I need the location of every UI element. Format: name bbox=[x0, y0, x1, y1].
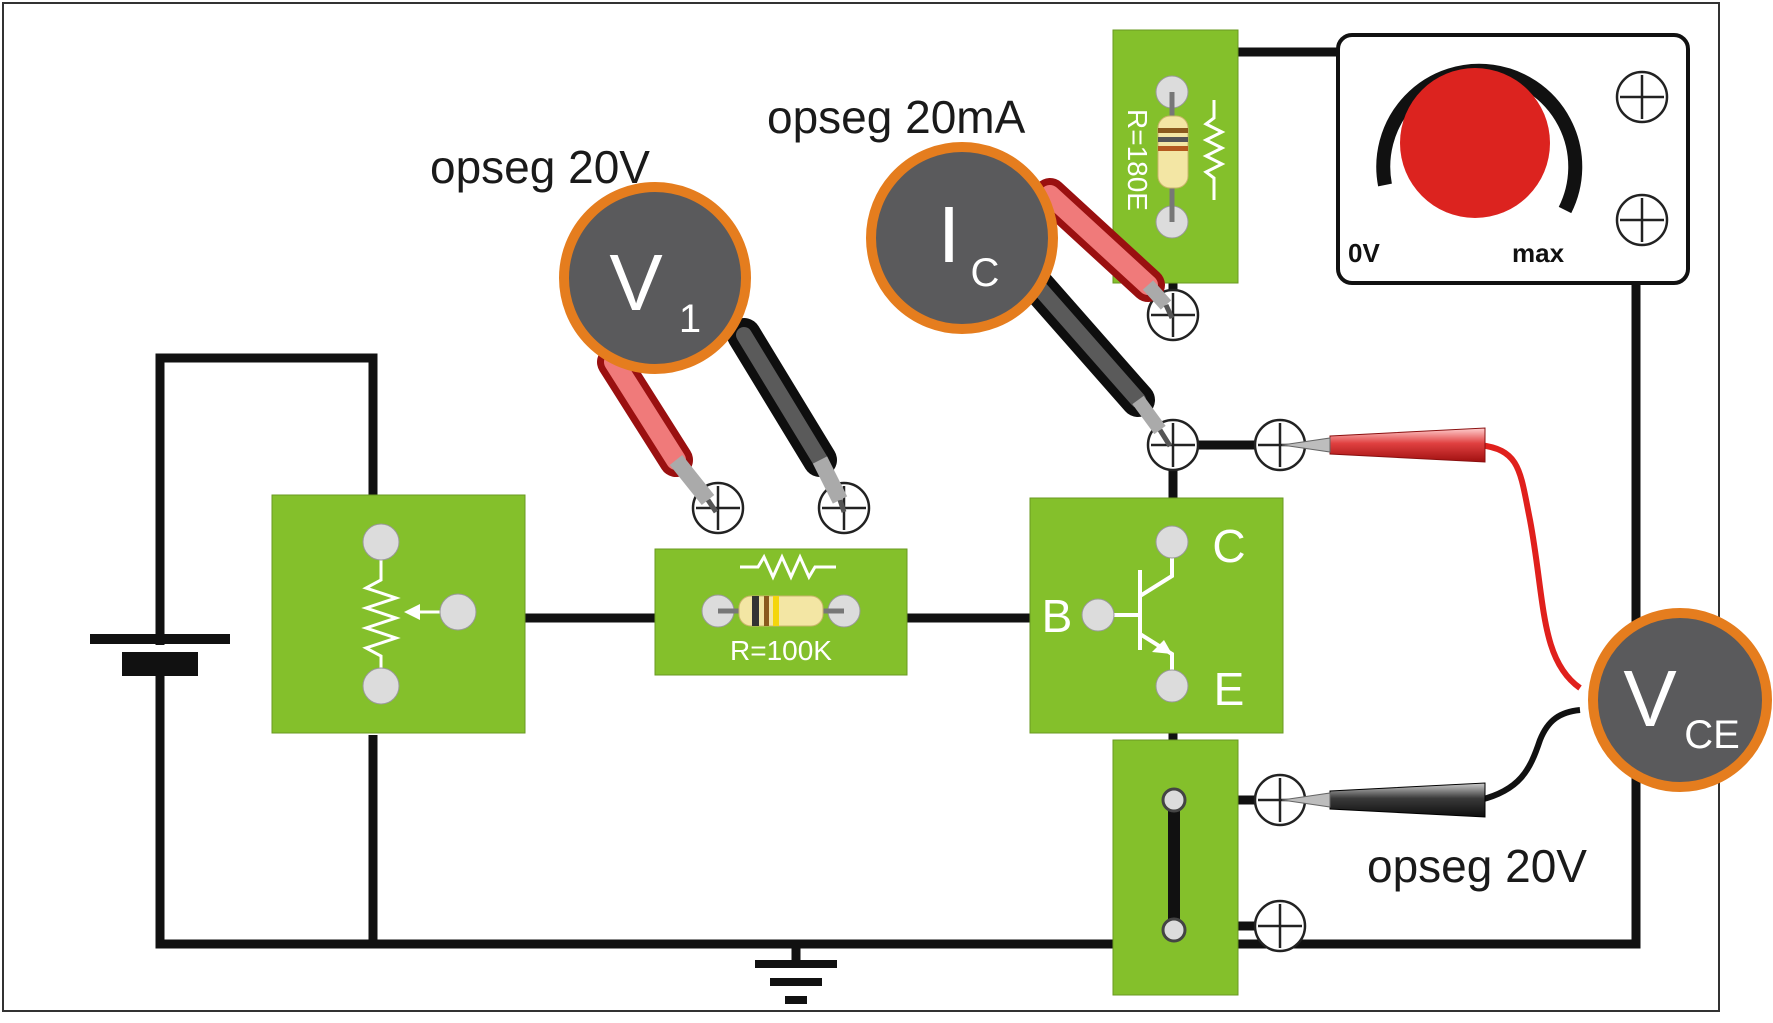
wires bbox=[155, 47, 1641, 960]
v1-range-label: opseg 20V bbox=[430, 141, 650, 193]
battery-icon bbox=[90, 634, 230, 676]
outer-frame bbox=[2, 2, 1720, 1012]
jack-vce-collector[interactable] bbox=[1253, 418, 1307, 472]
potentiometer-board bbox=[271, 494, 526, 734]
transistor-emitter-terminal[interactable] bbox=[1155, 669, 1189, 703]
v1-black-probe[interactable] bbox=[727, 318, 848, 513]
probes bbox=[597, 178, 1582, 818]
meter-vce-subscript: CE bbox=[1684, 713, 1740, 757]
jack-vce-emitter[interactable] bbox=[1253, 773, 1307, 827]
transistor-collector-terminal[interactable] bbox=[1155, 525, 1189, 559]
v1-red-probe[interactable] bbox=[597, 345, 719, 514]
meter-v1-subscript: 1 bbox=[679, 297, 701, 341]
meter-vce-symbol: V bbox=[1623, 654, 1677, 743]
ic-range-label: opseg 20mA bbox=[767, 91, 1026, 143]
base-resistor-board: R=100K bbox=[654, 548, 908, 676]
pot-terminal-top[interactable] bbox=[362, 523, 400, 561]
supply-positive-terminal[interactable] bbox=[1615, 70, 1669, 124]
meter-v1-symbol: V bbox=[609, 238, 663, 327]
knob-min-label: 0V bbox=[1348, 238, 1380, 268]
resistor-icon bbox=[740, 553, 836, 581]
resistor-body bbox=[738, 595, 824, 627]
meter-ic-subscript: C bbox=[971, 251, 1000, 295]
ic-black-probe[interactable] bbox=[1011, 258, 1173, 448]
knob-max-label: max bbox=[1512, 238, 1565, 268]
meter-ic-symbol: I bbox=[938, 190, 960, 279]
link-terminal-bottom[interactable] bbox=[1161, 917, 1187, 943]
vce-range-label: opseg 20V bbox=[1367, 840, 1587, 892]
vce-black-probe[interactable] bbox=[1281, 707, 1581, 818]
jack-ground[interactable] bbox=[1253, 899, 1307, 953]
pin-label-e: E bbox=[1214, 663, 1245, 715]
pin-label-c: C bbox=[1212, 520, 1245, 572]
vce-red-probe[interactable] bbox=[1281, 427, 1582, 691]
transistor-board: B C E bbox=[1029, 497, 1284, 734]
jack-terminals bbox=[691, 288, 1307, 953]
voltage-knob[interactable] bbox=[1400, 68, 1550, 218]
emitter-link-board bbox=[1112, 739, 1239, 996]
base-resistor-label: R=100K bbox=[730, 635, 832, 666]
resistor-body bbox=[1157, 115, 1189, 189]
meter-ic[interactable]: I C bbox=[866, 142, 1058, 334]
collector-resistor-board: R=180E bbox=[1112, 29, 1239, 284]
pot-terminal-bottom[interactable] bbox=[362, 667, 400, 705]
supply-negative-terminal[interactable] bbox=[1615, 193, 1669, 247]
meter-vce[interactable]: V CE bbox=[1588, 608, 1772, 792]
ground-icon bbox=[755, 960, 837, 1004]
meter-v1[interactable]: V 1 bbox=[559, 182, 751, 374]
ic-red-probe[interactable] bbox=[1033, 178, 1175, 320]
pin-label-b: B bbox=[1042, 590, 1073, 642]
pot-terminal-wiper[interactable] bbox=[439, 593, 477, 631]
power-supply: 0V max bbox=[1336, 33, 1690, 285]
potentiometer-icon bbox=[361, 560, 401, 678]
collector-resistor-label: R=180E bbox=[1122, 109, 1153, 211]
transistor-base-terminal[interactable] bbox=[1081, 598, 1115, 632]
resistor-icon bbox=[1202, 100, 1226, 200]
link-terminal-top[interactable] bbox=[1161, 787, 1187, 813]
